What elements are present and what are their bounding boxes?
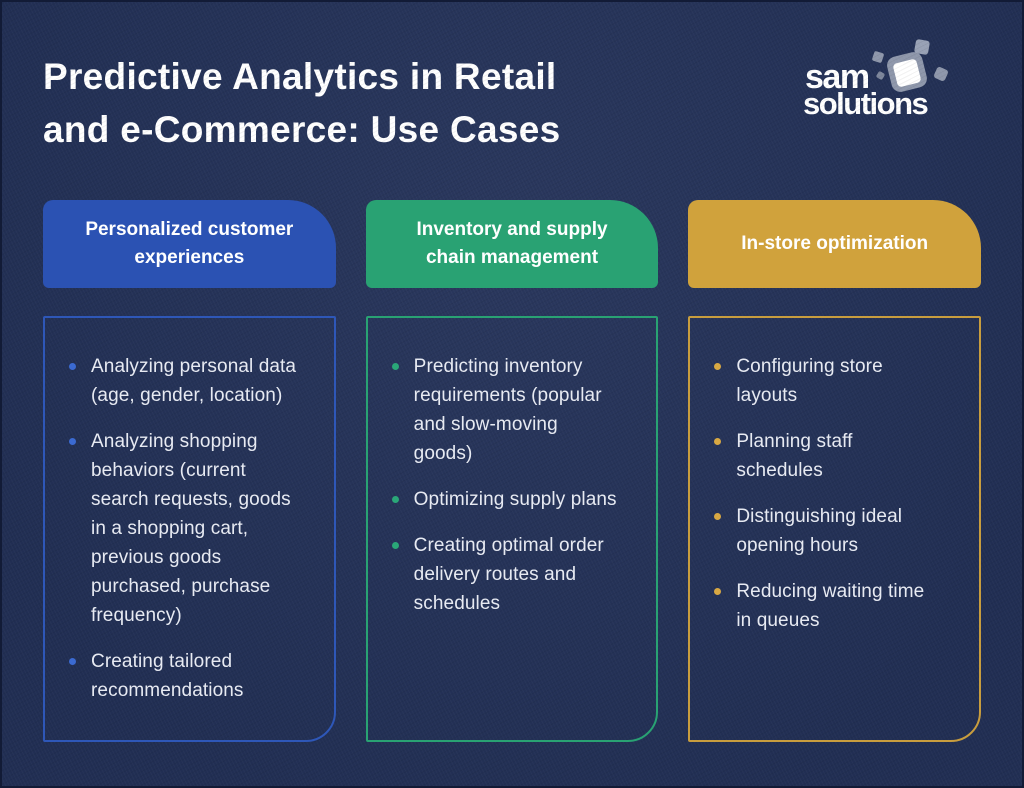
bullet-dot-icon — [714, 363, 722, 370]
logo-square-small-icon — [871, 50, 885, 64]
logo-word-sam: sam — [805, 58, 870, 96]
bullet-list: Predicting inventory requirements (popul… — [391, 352, 621, 618]
list-item: Creating optimal order delivery routes a… — [391, 531, 621, 618]
list-item-text: Creating tailored recommendations — [91, 651, 244, 701]
header-row: Predictive Analytics in Retail and e-Com… — [43, 38, 981, 156]
page-title: Predictive Analytics in Retail and e-Com… — [43, 48, 561, 156]
list-item: Analyzing shopping behaviors (current se… — [69, 427, 298, 630]
logo-square-small-icon — [913, 38, 931, 56]
bullet-dot-icon — [69, 363, 76, 370]
bullet-dot-icon — [69, 438, 76, 445]
list-item: Configuring store layouts — [714, 352, 943, 410]
logo-word-solutions: solutions — [803, 86, 929, 121]
bullet-list: Analyzing personal data (age, gender, lo… — [69, 352, 298, 705]
bullet-dot-icon — [714, 588, 722, 595]
list-item: Distinguishing ideal opening hours — [714, 502, 943, 560]
list-item-text: Analyzing shopping behaviors (current se… — [91, 431, 291, 626]
list-item-text: Predicting inventory requirements (popul… — [413, 356, 602, 464]
column-in-store-optimization: In-store optimization Configuring store … — [688, 200, 982, 742]
bullet-dot-icon — [714, 438, 722, 445]
column-body-personalized-experiences: Analyzing personal data (age, gender, lo… — [43, 316, 336, 742]
page-title-line-1: Predictive Analytics in Retail — [43, 56, 557, 97]
list-item-text: Optimizing supply plans — [413, 489, 617, 510]
column-personalized-experiences: Personalized customer experiences Analyz… — [43, 200, 336, 742]
bullet-list: Configuring store layouts Planning staff… — [714, 352, 943, 635]
list-item-text: Reducing waiting time in queues — [736, 581, 925, 631]
list-item-text: Creating optimal order delivery routes a… — [413, 535, 604, 614]
bullet-dot-icon — [714, 513, 722, 520]
bullet-dot-icon — [391, 496, 399, 503]
list-item-text: Planning staff schedules — [736, 431, 853, 481]
list-item: Reducing waiting time in queues — [714, 577, 943, 635]
column-body-in-store-optimization: Configuring store layouts Planning staff… — [688, 316, 982, 742]
columns-container: Personalized customer experiences Analyz… — [43, 200, 982, 742]
page-title-line-2: and e-Commerce: Use Cases — [43, 109, 561, 150]
bullet-dot-icon — [391, 363, 399, 370]
sam-solutions-logo: sam solutions — [803, 38, 981, 121]
bullet-dot-icon — [69, 658, 76, 665]
list-item: Analyzing personal data (age, gender, lo… — [69, 352, 298, 410]
list-item: Creating tailored recommendations — [69, 647, 298, 705]
list-item: Optimizing supply plans — [391, 485, 621, 514]
logo-square-small-icon — [875, 70, 886, 81]
column-header-inventory-supply-chain: Inventory and supply chain management — [365, 200, 659, 288]
column-inventory-supply-chain: Inventory and supply chain management Pr… — [365, 200, 659, 742]
logo-square-small-icon — [933, 66, 949, 82]
column-header-in-store-optimization: In-store optimization — [688, 200, 982, 288]
list-item: Planning staff schedules — [714, 427, 943, 485]
list-item-text: Analyzing personal data (age, gender, lo… — [91, 356, 297, 406]
column-header-personalized-experiences: Personalized customer experiences — [43, 200, 336, 288]
column-body-inventory-supply-chain: Predicting inventory requirements (popul… — [365, 316, 659, 742]
list-item-text: Configuring store layouts — [736, 356, 883, 406]
list-item: Predicting inventory requirements (popul… — [391, 352, 621, 468]
bullet-dot-icon — [391, 542, 399, 549]
list-item-text: Distinguishing ideal opening hours — [736, 506, 903, 556]
